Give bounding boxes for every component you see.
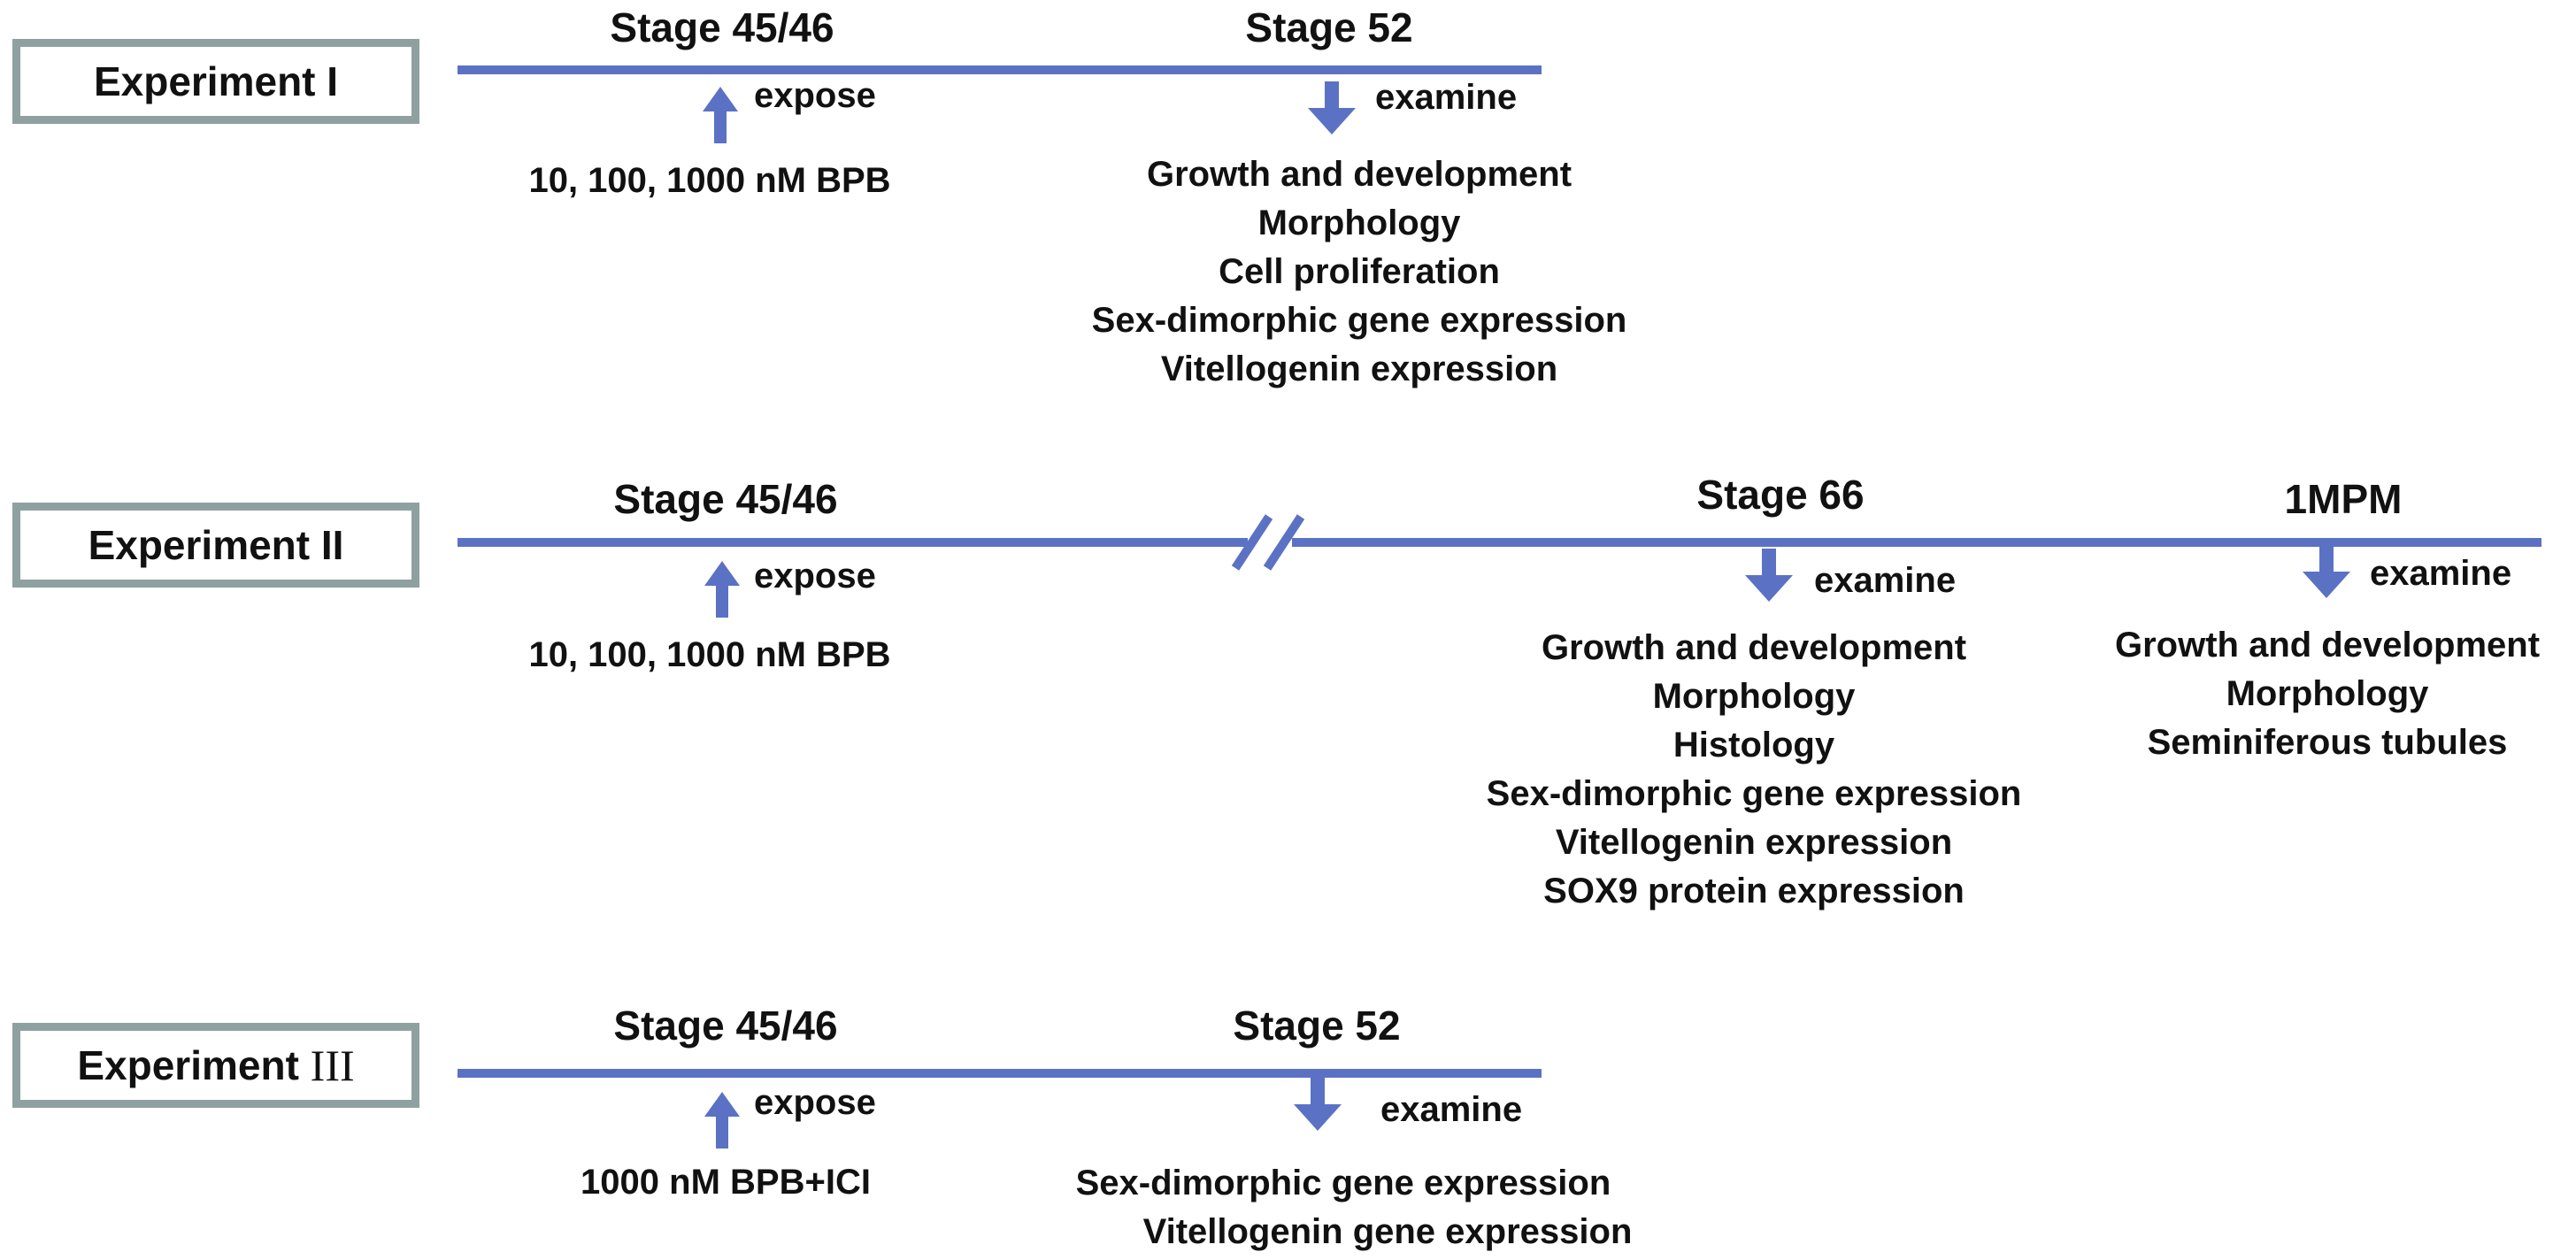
experiment-1-expose-arrow-icon (703, 87, 738, 143)
experiment-3-label-prefix: Experiment (77, 1042, 311, 1088)
list-item: Sex-dimorphic gene expression (1486, 774, 2022, 813)
list-item: Vitellogenin gene expression (1142, 1212, 1633, 1251)
experiment-1-examine-arrow-icon (1308, 81, 1356, 134)
experiment-2-examine-arrow-icon (1745, 549, 1793, 602)
experiment-1-start-stage: Stage 45/46 (610, 4, 834, 50)
list-item: Morphology (1257, 204, 1461, 242)
list-item: Morphology (2226, 674, 2429, 713)
experiment-2-start-stage: Stage 45/46 (613, 476, 838, 522)
experiment-1-box: Experiment I (12, 39, 419, 124)
experiment-2-expose-label: expose (754, 557, 876, 595)
list-item: Growth and development (2114, 626, 2541, 665)
list-item: Vitellogenin expression (1555, 823, 1953, 862)
experiment-2-box: Experiment II (12, 503, 419, 588)
experiment-2-examine-label: examine (1814, 561, 1957, 600)
list-item: Growth and development (1146, 155, 1573, 194)
experiment-3-box: Experiment III (12, 1023, 419, 1108)
experiment-3-expose-label: expose (754, 1083, 876, 1122)
list-item: Histology (1672, 726, 1835, 764)
experiment-3-expose-arrow-icon (704, 1092, 740, 1149)
experiment-1-label: Experiment I (93, 58, 339, 104)
experiment-3-label-roman: III (310, 1041, 355, 1090)
list-item: Cell proliferation (1219, 252, 1500, 291)
experiment-2-examine-label-2: examine (2370, 554, 2512, 593)
experiment-1-dose: 10, 100, 1000 nM BPB (528, 161, 891, 200)
experiment-1-expose-label: expose (754, 76, 876, 115)
experiment-2-mid-stage: Stage 66 (1696, 472, 1865, 518)
list-item: Morphology (1652, 677, 1856, 716)
experiment-2-examine-list: Growth and development Morphology Histol… (1487, 624, 2022, 916)
list-item: Sex-dimorphic gene expression (1091, 301, 1627, 340)
list-item: Vitellogenin expression (1160, 350, 1558, 388)
experiment-3-dose: 1000 nM BPB+ICI (581, 1163, 871, 1202)
list-item: SOX9 protein expression (1543, 872, 1965, 910)
list-item: Growth and development (1541, 628, 1967, 667)
experiment-2-examine-list-2: Growth and development Morphology Semini… (2115, 621, 2540, 767)
experiment-3-examine-arrow-icon (1294, 1078, 1342, 1131)
experiment-1-timeline (458, 65, 1542, 74)
experiment-2-label: Experiment II (88, 522, 344, 568)
experiment-3-examine-list: Sex-dimorphic gene expression Vitellogen… (1076, 1159, 1633, 1256)
experiment-2-expose-arrow-icon (704, 561, 740, 618)
experiment-1-end-stage: Stage 52 (1245, 4, 1413, 50)
experiment-2-examine-arrow-2-icon (2303, 545, 2350, 598)
experiment-3-timeline (458, 1069, 1542, 1078)
timeline-break-icon (1232, 514, 1305, 571)
experiment-1-examine-list: Growth and development Morphology Cell p… (1092, 150, 1627, 394)
list-item: Seminiferous tubules (2147, 723, 2508, 762)
experiment-1-examine-label: examine (1375, 78, 1518, 117)
experiment-3-end-stage: Stage 52 (1233, 1003, 1401, 1049)
experiment-3-examine-label: examine (1380, 1090, 1523, 1129)
list-item: Sex-dimorphic gene expression (1075, 1164, 1611, 1202)
experiment-2-dose: 10, 100, 1000 nM BPB (528, 635, 891, 674)
experiment-2-end-stage: 1MPM (2284, 476, 2403, 522)
experiment-2-timeline (458, 538, 2541, 547)
experiment-3-start-stage: Stage 45/46 (613, 1003, 838, 1049)
